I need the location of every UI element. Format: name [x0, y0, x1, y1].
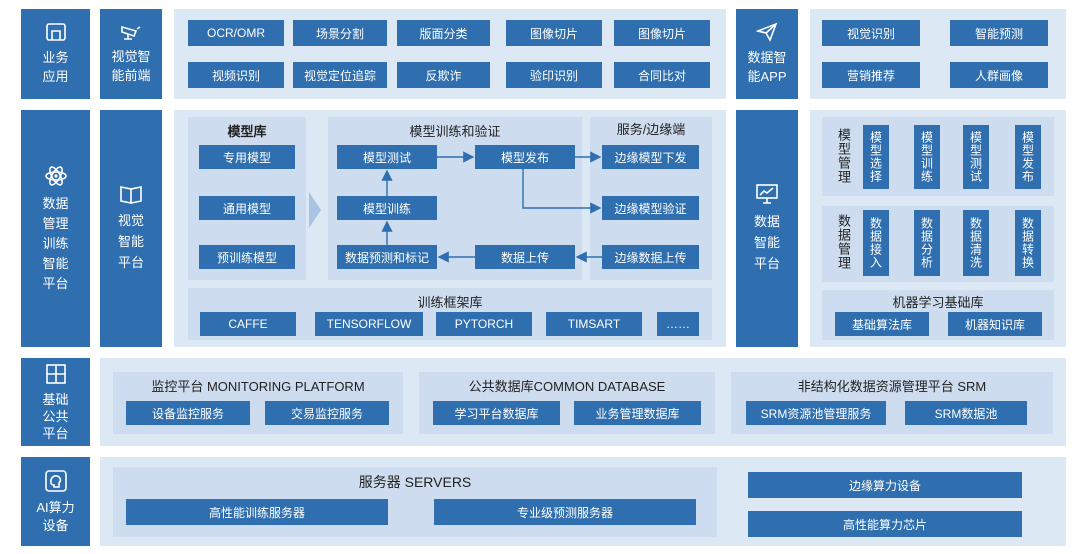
- side-ai-compute: AI算力 设备: [21, 457, 90, 546]
- vision-front-button[interactable]: 版面分类: [397, 20, 490, 46]
- model-mgmt-step[interactable]: 模型测试: [963, 125, 989, 189]
- chevron-right-icon: [309, 192, 321, 228]
- data-app-button[interactable]: 人群画像: [950, 62, 1048, 88]
- data-app-button[interactable]: 营销推荐: [822, 62, 920, 88]
- side-label: 数据 管理 训练 智能 平台: [42, 195, 69, 291]
- vision-front-button[interactable]: 场景分割: [293, 20, 387, 46]
- training-server[interactable]: 高性能训练服务器: [126, 499, 388, 525]
- data-app-button[interactable]: 视觉识别: [822, 20, 920, 46]
- side-label: 数据 智能 平台: [753, 214, 780, 271]
- vision-front-button[interactable]: 图像切片: [614, 20, 710, 46]
- vision-front-button[interactable]: OCR/OMR: [188, 20, 284, 46]
- side-label: 基础 公共 平台: [42, 391, 69, 441]
- ml-knowledge-lib[interactable]: 机器知识库: [948, 312, 1042, 336]
- side-data-training-platform: 数据 管理 训练 智能 平台: [21, 110, 90, 347]
- srm-pool-service[interactable]: SRM资源池管理服务: [746, 401, 886, 425]
- srm-data-pool[interactable]: SRM数据池: [905, 401, 1027, 425]
- data-mgmt-title: 数据管理: [836, 214, 851, 270]
- edge-data-upload[interactable]: 边缘数据上传: [602, 245, 699, 269]
- ai-brain-icon: [44, 469, 67, 492]
- edge-title: 服务/边缘端: [616, 122, 686, 137]
- data-upload[interactable]: 数据上传: [475, 245, 575, 269]
- business-db[interactable]: 业务管理数据库: [574, 401, 701, 425]
- monitor-title: 监控平台 MONITORING PLATFORM: [151, 379, 365, 394]
- side-data-app: 数据智 能APP: [736, 9, 798, 99]
- data-app-button[interactable]: 智能预测: [950, 20, 1048, 46]
- side-vision-platform: 视觉 智能 平台: [100, 110, 162, 347]
- model-publish[interactable]: 模型发布: [475, 145, 575, 169]
- vision-front-button[interactable]: 图像切片: [506, 20, 602, 46]
- edge-model-deploy[interactable]: 边缘模型下发: [602, 145, 699, 169]
- edge-model-verify[interactable]: 边缘模型验证: [602, 196, 699, 220]
- srm-title: 非结构化数据资源管理平台 SRM: [797, 379, 987, 394]
- model-library-title: 模型库: [227, 124, 267, 139]
- side-label: 视觉 智能 平台: [117, 213, 144, 270]
- model-general[interactable]: 通用模型: [199, 196, 295, 220]
- side-business-app: 业务 应用: [21, 9, 90, 99]
- training-title: 模型训练和验证: [409, 124, 501, 139]
- building-icon: [45, 23, 66, 41]
- vision-front-button[interactable]: 视频识别: [188, 62, 284, 88]
- vision-front-button[interactable]: 合同比对: [614, 62, 710, 88]
- data-mgmt-step[interactable]: 数据转换: [1015, 210, 1041, 276]
- side-data-platform: 数据 智能 平台: [736, 110, 798, 347]
- atom-icon: [44, 165, 67, 186]
- model-mgmt-title: 模型管理: [836, 128, 851, 184]
- vision-front-button[interactable]: 反欺诈: [397, 62, 490, 88]
- framework-item[interactable]: CAFFE: [200, 312, 296, 336]
- paper-plane-icon: [756, 22, 778, 42]
- side-label: 数据智 能APP: [747, 50, 787, 84]
- ml-algorithm-lib[interactable]: 基础算法库: [835, 312, 929, 336]
- model-special[interactable]: 专用模型: [199, 145, 295, 169]
- framework-title: 训练框架库: [417, 295, 483, 310]
- book-icon: [120, 186, 142, 204]
- data-mgmt-step[interactable]: 数据清洗: [963, 210, 989, 276]
- framework-item[interactable]: ……: [657, 312, 699, 336]
- device-monitor-service[interactable]: 设备监控服务: [126, 401, 250, 425]
- model-mgmt-step[interactable]: 模型训练: [914, 125, 940, 189]
- model-test[interactable]: 模型测试: [337, 145, 437, 169]
- side-vision-front: 视觉智 能前端: [100, 9, 162, 99]
- framework-item[interactable]: PYTORCH: [436, 312, 532, 336]
- compute-chip[interactable]: 高性能算力芯片: [748, 511, 1022, 537]
- database-title: 公共数据库COMMON DATABASE: [468, 379, 666, 394]
- prediction-server[interactable]: 专业级预测服务器: [434, 499, 696, 525]
- vision-front-button[interactable]: 视觉定位追踪: [293, 62, 387, 88]
- trade-monitor-service[interactable]: 交易监控服务: [265, 401, 389, 425]
- model-mgmt-step[interactable]: 模型选择: [863, 125, 889, 189]
- framework-item[interactable]: TIMSART: [546, 312, 642, 336]
- camera-icon: [121, 25, 141, 40]
- model-mgmt-step[interactable]: 模型发布: [1015, 125, 1041, 189]
- side-public-platform: 基础 公共 平台: [21, 358, 90, 446]
- data-predict-label[interactable]: 数据预测和标记: [337, 245, 437, 269]
- model-train[interactable]: 模型训练: [337, 196, 437, 220]
- grid-icon: [45, 363, 66, 384]
- vision-front-button[interactable]: 验印识别: [506, 62, 602, 88]
- side-label: AI算力 设备: [36, 499, 75, 533]
- servers-title: 服务器 SERVERS: [358, 474, 472, 490]
- data-mgmt-step[interactable]: 数据接入: [863, 210, 889, 276]
- side-label: 视觉智 能前端: [111, 49, 151, 83]
- side-label: 业务 应用: [42, 50, 69, 84]
- chart-board-icon: [756, 184, 778, 204]
- edge-compute-device[interactable]: 边缘算力设备: [748, 472, 1022, 498]
- data-mgmt-step[interactable]: 数据分析: [914, 210, 940, 276]
- model-pretrained[interactable]: 预训练模型: [199, 245, 295, 269]
- learning-db[interactable]: 学习平台数据库: [433, 401, 560, 425]
- ml-lib-title: 机器学习基础库: [892, 295, 984, 310]
- framework-item[interactable]: TENSORFLOW: [315, 312, 423, 336]
